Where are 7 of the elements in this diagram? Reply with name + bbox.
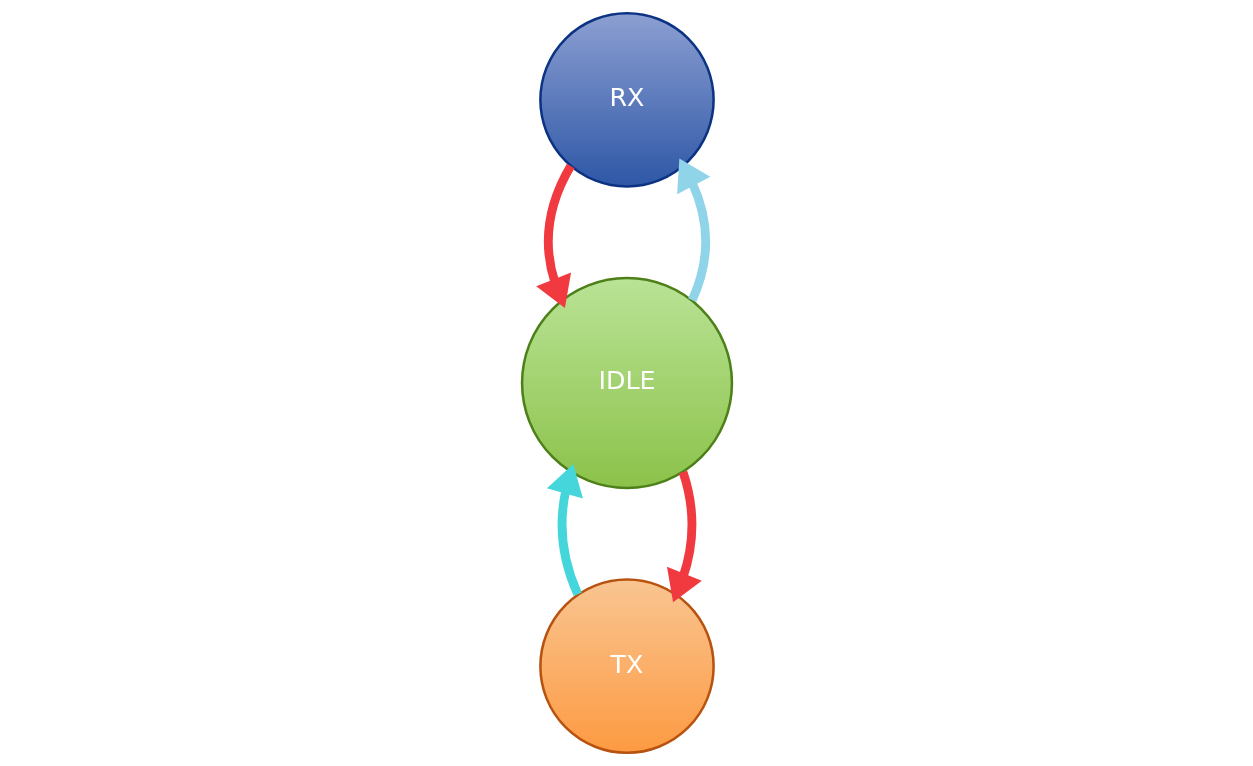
arrow [676, 158, 710, 302]
arrow [535, 163, 575, 308]
arrow [546, 464, 583, 597]
arrow [666, 470, 702, 603]
node-circle: IDLE [520, 276, 733, 490]
node-circle: RX [538, 11, 715, 188]
node-circle: TX [538, 578, 715, 755]
